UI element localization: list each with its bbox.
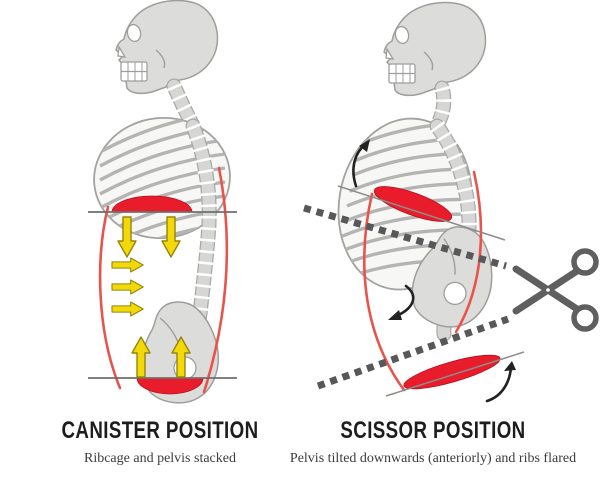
skull-icon (115, 0, 219, 95)
diaphragm-axis-line (337, 185, 506, 241)
rib-flare-arrow (352, 139, 370, 188)
skull-icon (383, 1, 487, 97)
scissor-caption: SCISSOR POSITION Pelvis tilted downwards… (270, 418, 596, 467)
scissor-line-lower (316, 315, 510, 390)
skeleton-diagram (88, 0, 599, 404)
fascia-line-front (98, 205, 122, 390)
diaphragm-highlight (111, 195, 193, 213)
scissor-figure (303, 1, 599, 403)
diaphragm-highlight (373, 186, 453, 222)
fascia-line-back (202, 166, 229, 394)
scissor-subtitle: Pelvis tilted downwards (anteriorly) and… (289, 451, 577, 466)
canister-subtitle: Ribcage and pelvis stacked (83, 451, 236, 466)
pelvic-floor-highlight (403, 354, 501, 390)
pelvic-floor-highlight (136, 377, 204, 395)
canister-caption: CANISTER POSITION Ribcage and pelvis sta… (10, 418, 310, 467)
fascia-line-front (362, 192, 406, 392)
scissor-line-upper (303, 204, 507, 270)
thoracolumbar-spine (185, 118, 218, 338)
pelvic-floor-axis-line (385, 351, 525, 397)
scissor-title: SCISSOR POSITION (340, 417, 526, 444)
lumbar-extension-arrow (388, 284, 415, 320)
intra-abdominal-pressure-arrows (111, 257, 144, 317)
canister-figure (88, 0, 237, 404)
fascia-line-back (454, 170, 483, 334)
canister-title: CANISTER POSITION (61, 417, 259, 444)
scissors-icon (512, 248, 599, 332)
pelvis-tilt-arrow (485, 361, 516, 403)
